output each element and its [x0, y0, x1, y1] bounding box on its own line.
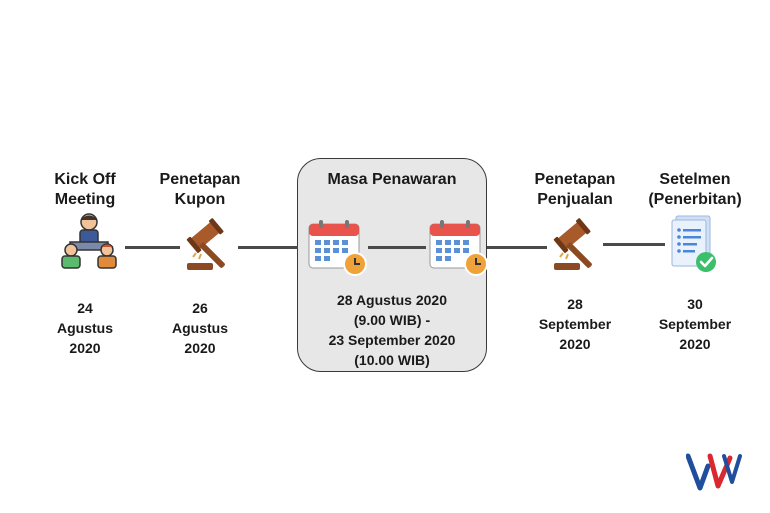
milestone-date-kupon: 26 Agustus 2020 [172, 300, 228, 356]
connector-line [487, 246, 547, 249]
milestone-title-kickoff: Kick Off Meeting [54, 171, 116, 208]
document-check-icon [671, 215, 716, 272]
milestone-title-penjualan: Penetapan Penjualan [534, 171, 616, 208]
connector-line [238, 246, 298, 249]
milestone-date-kickoff: 24 Agustus 2020 [57, 300, 113, 356]
milestone-title-kupon: Penetapan Kupon [159, 171, 241, 208]
milestone-title-penawaran: Masa Penawaran [327, 171, 457, 188]
milestone-title-setelmen: Setelmen (Penerbitan) [648, 171, 742, 208]
milestone-date-setelmen: 30 September 2020 [658, 296, 732, 352]
calendar-clock-icon [429, 220, 488, 276]
connector-line [125, 246, 180, 249]
connector-line [368, 246, 426, 249]
brand-logo [686, 453, 742, 491]
gavel-icon [186, 218, 225, 270]
gavel-icon [553, 218, 592, 270]
meeting-icon [61, 213, 117, 269]
milestone-date-penawaran: 28 Agustus 2020 (9.00 WIB) - 23 Septembe… [328, 292, 456, 368]
connector-line [603, 243, 665, 246]
calendar-clock-icon [308, 220, 367, 276]
milestone-date-penjualan: 28 September 2020 [538, 296, 612, 352]
